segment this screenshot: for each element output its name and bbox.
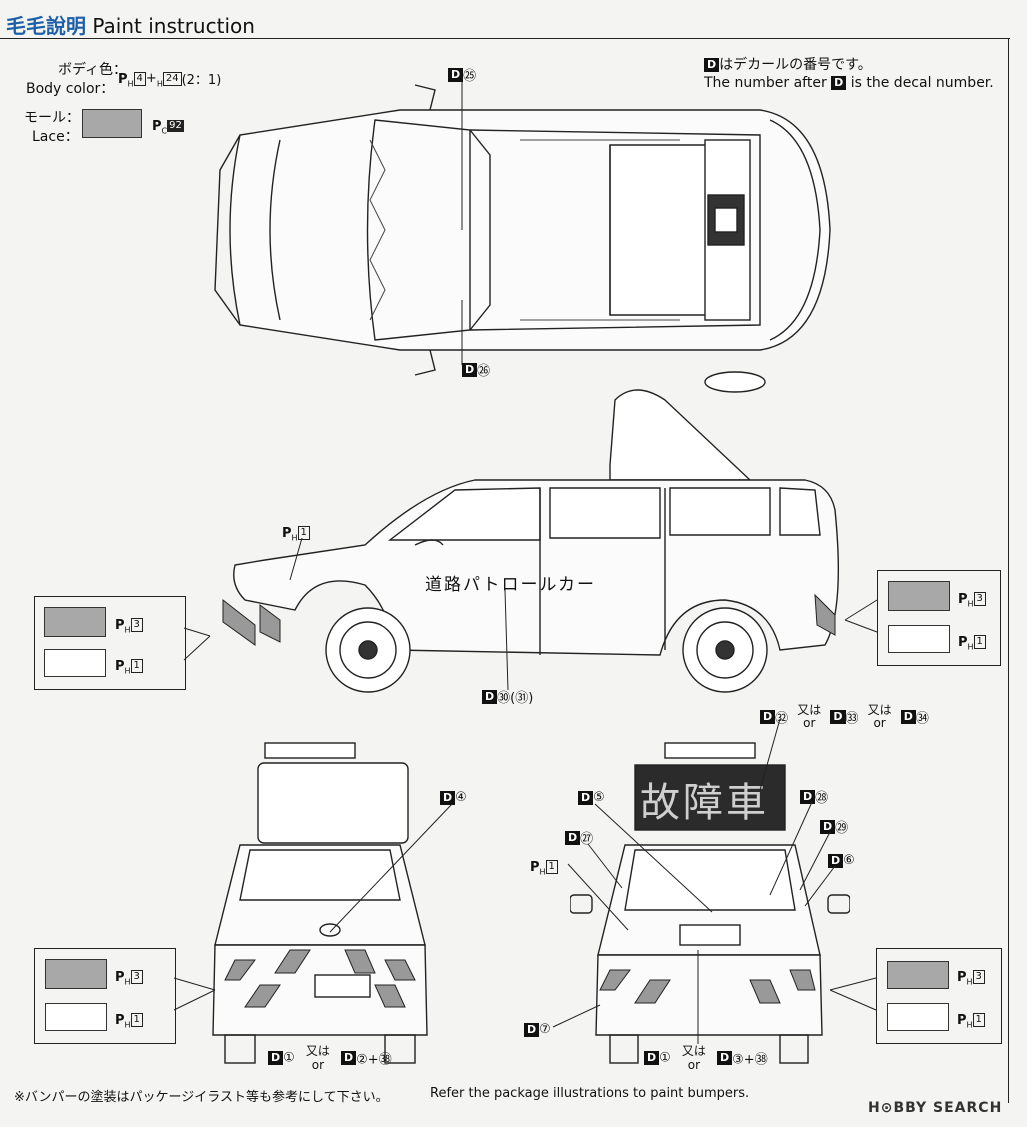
footer-note-en: Refer the package illustrations to paint… xyxy=(430,1086,750,1101)
rear-swatch-1 xyxy=(887,1003,949,1031)
front-swatch-panel: PH3 PH1 xyxy=(34,948,176,1044)
side-right-swatch-panel: PH3 PH1 xyxy=(877,570,1001,666)
lace-label-en: Lace： xyxy=(32,129,79,145)
side-left-swatch-1 xyxy=(44,649,106,677)
side-right-swatch-1 xyxy=(888,625,950,653)
lace-code: PC92 xyxy=(152,119,184,136)
rear-swatch-0 xyxy=(887,961,949,989)
footer-note-ja: ※バンパーの塗装はパッケージイラスト等も参考にして下さい。 xyxy=(14,1090,389,1105)
side-left-swatch-panel: PH3 PH1 xyxy=(34,596,186,690)
legend-en: The number after D is the decal number. xyxy=(704,75,994,91)
page-title: 毛毛說明 Paint instruction xyxy=(6,10,255,39)
watermark-logo: 毛毛說明 xyxy=(6,14,86,38)
title-text: Paint instruction xyxy=(92,14,255,38)
rear-swatch-panel: PH3 PH1 xyxy=(876,948,1002,1044)
front-swatch-1 xyxy=(45,1003,107,1031)
rear-body-paint: PH1 xyxy=(530,856,558,877)
side-left-label-0: PH3 xyxy=(115,614,143,635)
body-color-label-ja: ボディ色： xyxy=(58,62,128,78)
lace-label-ja: モール： xyxy=(24,110,80,126)
rear-label-0: PH3 xyxy=(957,966,985,987)
lace-swatch xyxy=(82,109,142,138)
body-color-label-en: Body color： xyxy=(26,81,115,97)
rear-sign-text: 故障車 xyxy=(640,780,769,826)
header-rule xyxy=(0,38,1010,39)
side-right-label-1: PH1 xyxy=(958,631,986,652)
car-rear-view xyxy=(570,742,850,1064)
door-text: 道路パトロールカー xyxy=(425,575,596,595)
side-body-paint: PH1 xyxy=(282,522,310,543)
side-left-label-1: PH1 xyxy=(115,655,143,676)
front-label-0: PH3 xyxy=(115,966,143,987)
frame-rule xyxy=(1008,38,1009,1103)
body-color-code: PH4+H24(2：1) xyxy=(118,71,222,89)
side-left-swatch-0 xyxy=(44,607,106,637)
car-top-view xyxy=(214,80,831,376)
car-side-view xyxy=(222,371,840,693)
rear-label-1: PH1 xyxy=(957,1009,985,1030)
front-swatch-0 xyxy=(45,959,107,989)
watermark-brand: H⊙BBY SEARCH xyxy=(868,1100,1003,1116)
front-label-1: PH1 xyxy=(115,1009,143,1030)
car-front-view xyxy=(212,742,428,1064)
side-right-swatch-0 xyxy=(888,581,950,611)
side-right-label-0: PH3 xyxy=(958,588,986,609)
